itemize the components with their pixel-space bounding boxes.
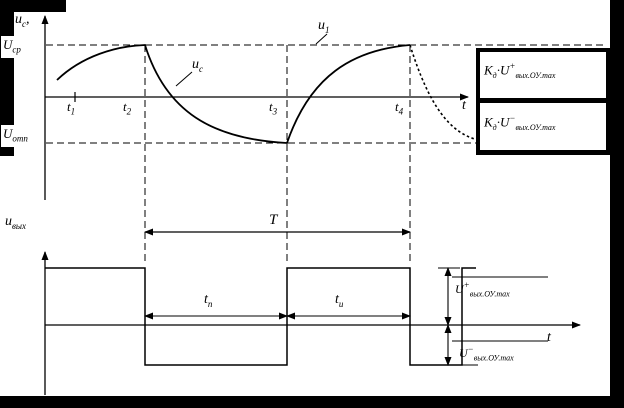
bottom-axis-label-sub: вых — [12, 220, 26, 231]
uc-curve-label: uc — [192, 58, 203, 74]
k-upper-dot: · — [496, 62, 500, 78]
lower-threshold-label: Uотп — [1, 125, 33, 147]
t1-sub: 1 — [70, 106, 76, 117]
top-time-axis-label: t — [462, 98, 466, 113]
top-axis-label-base: u — [15, 12, 22, 27]
bottom-graph-lines — [41, 251, 581, 395]
upper-threshold-sub: ср — [12, 44, 21, 55]
bottom-time-axis-label: t — [547, 330, 551, 345]
uc-curve-label-sub: c — [199, 63, 203, 74]
t3-label: t3 — [269, 100, 277, 117]
t2-base: t — [123, 99, 127, 114]
pulse-label-sub: и — [338, 298, 344, 309]
k-lower-coef: K — [484, 114, 493, 130]
upper-threshold-label: Uср — [1, 36, 26, 58]
pause-label-sub: п — [207, 298, 213, 309]
k-lower-coef-sub: д — [492, 122, 497, 132]
uc-curve-dotted-tail — [409, 44, 479, 141]
k-lower-u-sub: вых.ОУ.max — [515, 122, 556, 132]
upper-threshold-base: U — [3, 37, 13, 52]
t1-label: t1 — [67, 100, 75, 117]
lower-threshold-sub: отп — [12, 133, 28, 144]
k-upper-box — [480, 52, 606, 98]
amp-minus-u: U — [459, 346, 468, 360]
pause-label-base: t — [204, 292, 208, 307]
t2-label: t2 — [123, 100, 131, 117]
pulse-label-base: t — [335, 292, 339, 307]
amp-minus-label: U−вых.ОУ.max — [459, 345, 514, 362]
pulse-label: tи — [335, 293, 343, 309]
lower-threshold-base: U — [3, 126, 13, 141]
t4-sub: 4 — [398, 106, 404, 117]
k-upper-u: U — [499, 62, 510, 78]
border-top-left-bar — [0, 0, 66, 12]
amp-plus-sub: вых.ОУ.max — [469, 289, 510, 299]
amp-minus-sub: вых.ОУ.max — [473, 353, 514, 363]
uc-curve — [56, 44, 411, 144]
u1-wave-label: u1 — [318, 19, 330, 35]
u1-leader-line — [315, 33, 328, 45]
t3-sub: 3 — [272, 106, 278, 117]
t4-label: t4 — [395, 100, 403, 117]
top-axis-label-sub: c — [22, 18, 26, 29]
k-upper-coef-sub: д — [492, 70, 497, 80]
paper-left-strip — [0, 156, 14, 396]
k-lower-label: Kд·U−вых.ОУ.max — [484, 114, 555, 132]
t3-base: t — [269, 99, 273, 114]
uc-curve-label-base: u — [192, 57, 199, 72]
k-upper-label: Kд·U+вых.ОУ.max — [484, 62, 555, 80]
k-upper-coef: K — [484, 62, 493, 78]
k-lower-box — [480, 103, 606, 150]
border-right-bar — [610, 0, 624, 408]
k-lower-dot: · — [496, 114, 500, 130]
u1-wave-label-base: u — [318, 18, 325, 33]
amp-plus-u: U — [455, 282, 464, 296]
top-axis-label-tail: , — [26, 12, 30, 27]
amp-plus-sign: + — [463, 280, 470, 290]
k-upper-u-sub: вых.ОУ.max — [515, 70, 556, 80]
t1-base: t — [67, 99, 71, 114]
top-axis-label: uc, — [15, 13, 30, 29]
t2-sub: 2 — [126, 106, 132, 117]
period-label: T — [269, 212, 278, 228]
k-lower-sign: − — [509, 113, 516, 123]
amp-minus-sign: − — [467, 344, 474, 354]
border-bottom-bar — [0, 396, 624, 408]
uc-leader-line — [175, 71, 193, 87]
k-upper-sign: + — [509, 61, 516, 71]
amp-plus-label: U+вых.ОУ.max — [455, 281, 510, 298]
top-graph-lines — [41, 15, 606, 262]
bottom-axis-label-base: u — [5, 214, 12, 229]
pause-label: tп — [204, 293, 212, 309]
u1-wave-label-sub: 1 — [325, 24, 330, 35]
paper-top-strip — [66, 0, 610, 12]
t4-base: t — [395, 99, 399, 114]
bottom-axis-label: uвых — [5, 215, 26, 231]
k-lower-u: U — [499, 114, 510, 130]
